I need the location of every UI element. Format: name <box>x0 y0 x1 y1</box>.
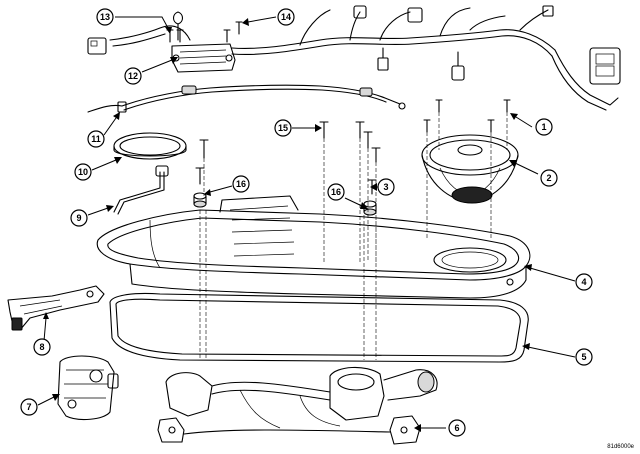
speaker-screws <box>423 99 511 240</box>
callout-number: 16 <box>236 179 246 189</box>
callout-5: 5 <box>575 348 593 366</box>
callout-15: 15 <box>274 119 292 137</box>
panel-screws <box>193 121 381 360</box>
callout-number: 2 <box>546 173 551 183</box>
callout-number: 9 <box>76 213 81 223</box>
callout-12: 12 <box>124 67 142 85</box>
door-panel-tray <box>96 195 531 299</box>
callout-14: 14 <box>277 8 295 26</box>
callout-2: 2 <box>540 169 558 187</box>
actuator-rod <box>113 165 169 215</box>
callout-number: 3 <box>383 182 388 192</box>
speaker <box>421 134 519 204</box>
callout-13: 13 <box>96 8 114 26</box>
callout-16-left: 16 <box>232 175 250 193</box>
callout-number: 16 <box>331 187 341 197</box>
callout-number: 5 <box>581 352 586 362</box>
callout-number: 6 <box>454 423 459 433</box>
callout-11: 11 <box>87 130 105 148</box>
callout-number: 8 <box>39 342 44 352</box>
callout-number: 7 <box>26 402 31 412</box>
callout-number: 13 <box>100 12 110 22</box>
callout-number: 11 <box>91 134 101 144</box>
figure-id: 81d6000e <box>607 444 634 450</box>
seal-ring <box>113 132 187 160</box>
callout-number: 14 <box>281 12 291 22</box>
callout-3: 3 <box>377 178 395 196</box>
panel-gasket <box>109 292 529 363</box>
release-cable <box>87 84 406 113</box>
latch-regulator-assembly <box>157 366 438 445</box>
callout-7: 7 <box>20 398 38 416</box>
callout-number: 10 <box>78 167 88 177</box>
callout-6: 6 <box>448 419 466 437</box>
leader-lines <box>37 16 576 432</box>
module-bracket <box>171 11 236 73</box>
callout-number: 1 <box>541 122 546 132</box>
callout-1: 1 <box>535 118 553 136</box>
callout-8: 8 <box>33 338 51 356</box>
callout-4: 4 <box>575 273 593 291</box>
callout-number: 15 <box>278 123 288 133</box>
callout-number: 4 <box>581 277 586 287</box>
latch-actuator <box>57 355 119 421</box>
mounting-bracket <box>7 285 105 331</box>
wiring-harness <box>87 5 621 111</box>
callout-9: 9 <box>70 209 88 227</box>
callout-16-right: 16 <box>327 183 345 201</box>
callout-number: 12 <box>128 71 138 81</box>
callout-10: 10 <box>74 163 92 181</box>
